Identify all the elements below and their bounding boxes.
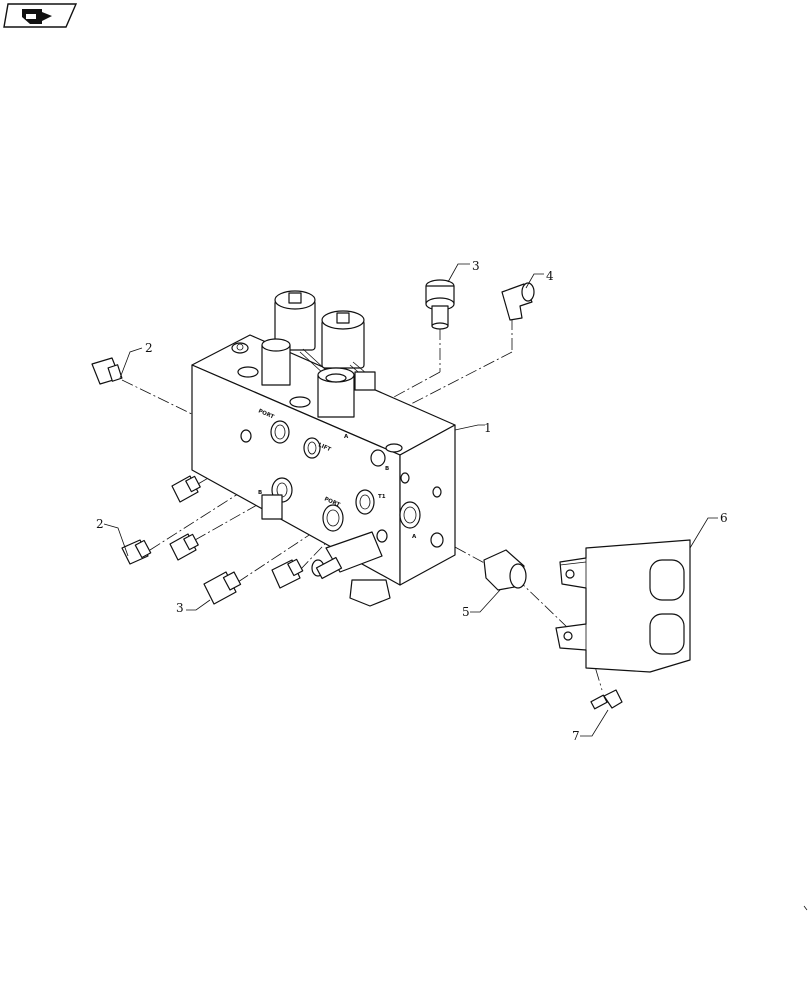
page-navigation-arrow-icon[interactable] [3, 3, 78, 28]
callout-3-lower: 3 [176, 601, 184, 615]
callout-leaders [103, 263, 718, 737]
fitting-2-lower [121, 539, 152, 565]
callout-2-upper: 2 [145, 341, 153, 355]
port-label-7: A [412, 534, 417, 540]
port-label-8: B [258, 490, 262, 496]
callout-3-top: 3 [472, 259, 480, 273]
fitting-3-lower-middle [271, 558, 304, 589]
callout-6: 6 [720, 511, 728, 525]
callout-7: 7 [572, 729, 580, 743]
port-label-3: A [344, 434, 349, 440]
solenoid-valves [261, 290, 376, 418]
fitting-5-upper [425, 279, 455, 330]
bolt [590, 689, 623, 710]
callout-1: 1 [484, 421, 492, 435]
port-label-2: LIFT [317, 442, 332, 453]
callout-4: 4 [546, 269, 554, 283]
corner-mark [803, 905, 808, 911]
callout-numbers: 1 2 2 3 3 4 5 6 7 [96, 259, 728, 743]
port-label-4: B [385, 466, 389, 472]
callout-5: 5 [462, 605, 470, 619]
fitting-3-lower [203, 571, 242, 605]
fitting-3-lower-right [315, 556, 343, 580]
fitting-2-upper [91, 357, 123, 385]
mounting-bracket [555, 539, 691, 673]
port-label-6: T1 [378, 494, 386, 500]
fitting-3-middle-left [169, 533, 199, 561]
fitting-4-elbow [501, 282, 535, 321]
fitting-3-upper-left [171, 475, 201, 503]
fitting-5-right [483, 549, 527, 591]
callout-2-lower: 2 [96, 517, 104, 531]
